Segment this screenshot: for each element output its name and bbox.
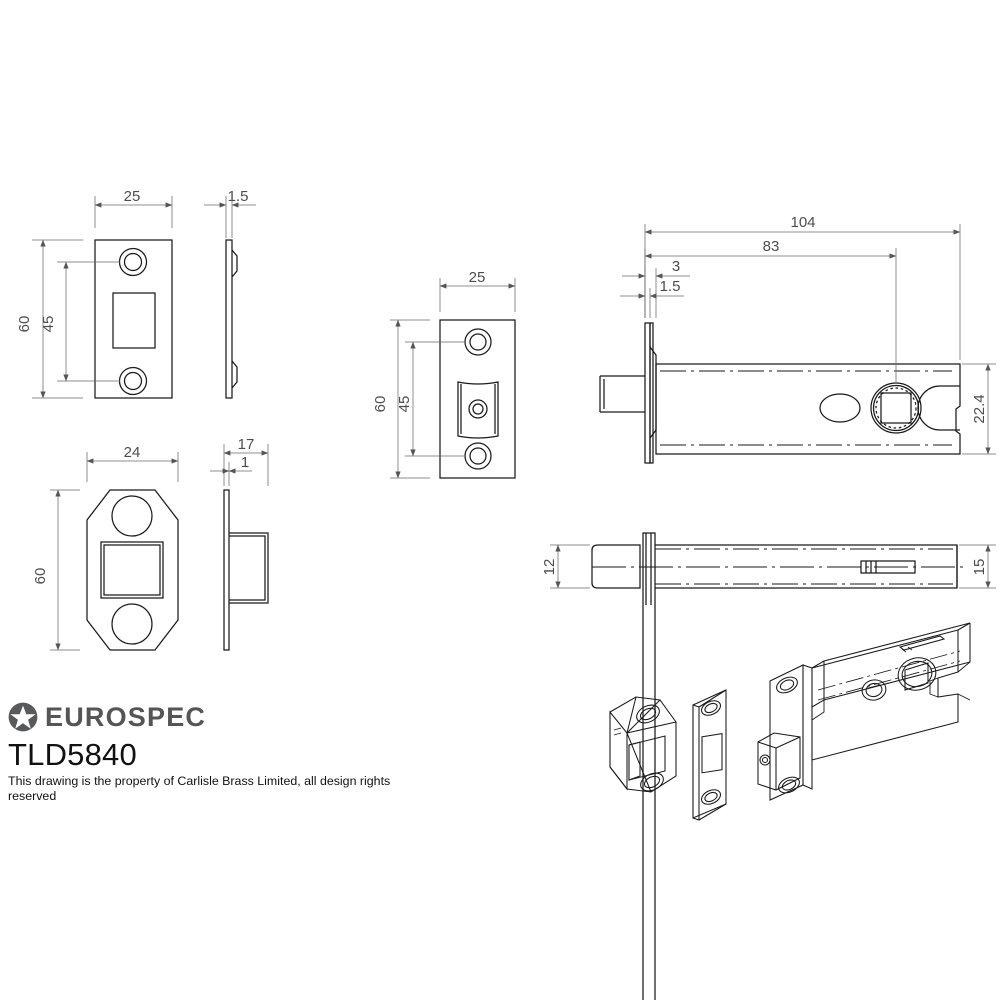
dim-faceplate-height: 60: [16, 316, 33, 333]
brand-row: EUROSPEC: [8, 700, 438, 734]
view-faceplate-front: [94, 239, 173, 399]
brand-name: EUROSPEC: [45, 702, 207, 732]
copyright-notice: This drawing is the property of Carlisle…: [8, 774, 391, 803]
dim-case-height: 15: [971, 559, 988, 576]
dim-latchface-width: 25: [469, 269, 486, 286]
dim-strike-depth: 17: [238, 436, 255, 453]
dim-case-width: 22.4: [971, 394, 988, 423]
dim-faceplate-width: 25: [124, 188, 141, 205]
dim-latchface-height: 60: [372, 396, 389, 413]
dim-bolt-height: 12: [541, 559, 558, 576]
dimension-text-layer: 25 60 45 1.5 24 60 17 1 25 60 45 104 83 …: [16, 188, 988, 584]
dim-projection: 3: [672, 258, 680, 275]
dim-faceplate-thickness: 1.5: [228, 188, 249, 205]
view-isometric-assembly: [609, 622, 971, 821]
view-latch-side: [591, 532, 965, 1000]
dim-faceplate-holes: 45: [40, 316, 57, 333]
eurospec-star-logo-icon: [8, 702, 38, 732]
dim-strike-height: 60: [32, 568, 49, 585]
title-block: EUROSPEC TLD5840 This drawing is the pro…: [8, 700, 438, 804]
view-latch-faceplate-front: [439, 319, 516, 479]
dim-latchface-holes: 45: [396, 396, 413, 413]
dim-strike-thickness: 1: [241, 454, 249, 471]
dimension-layer: [32, 196, 996, 651]
view-strike-side: [223, 489, 269, 651]
view-latch-plan: [599, 322, 961, 464]
view-strike-front: [86, 489, 179, 651]
dim-backset: 83: [763, 238, 780, 255]
dim-plate-thickness: 1.5: [660, 278, 681, 295]
view-faceplate-side: [225, 239, 238, 399]
dim-strike-width: 24: [124, 444, 141, 461]
part-number: TLD5840: [8, 737, 137, 772]
dim-overall-length: 104: [790, 214, 815, 231]
